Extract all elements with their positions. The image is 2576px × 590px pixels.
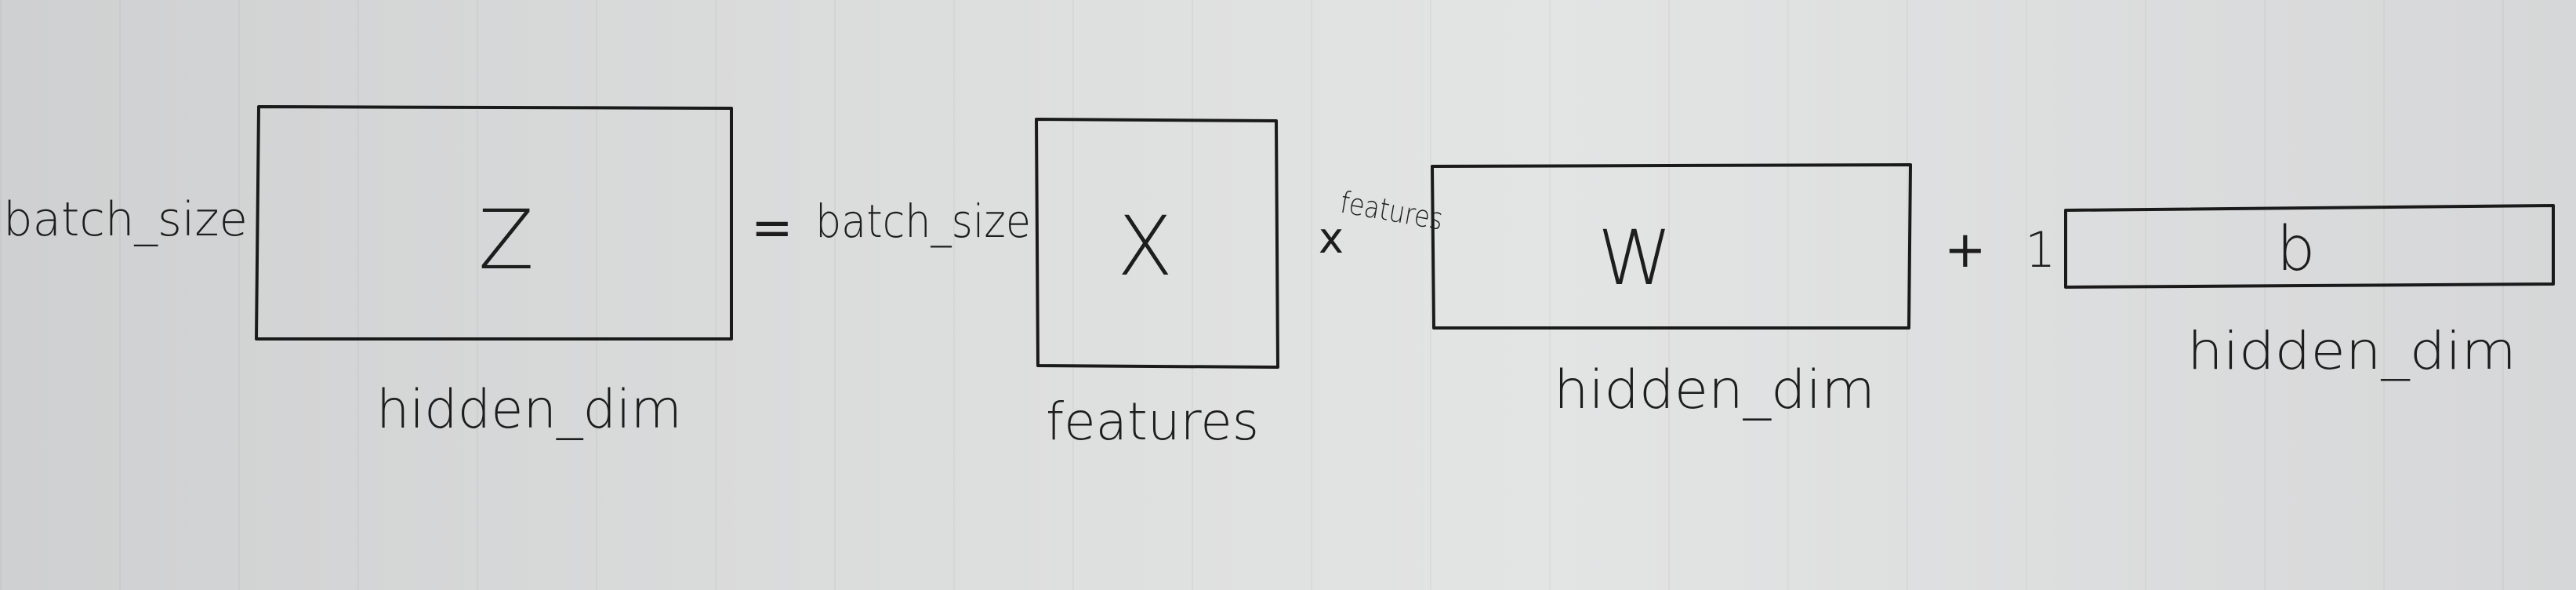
equals-sign: = <box>751 199 793 257</box>
b-col-label: hidden_dim <box>2187 321 2516 381</box>
x-matrix-letter: X <box>1117 198 1173 294</box>
b-vector-box <box>2064 204 2555 289</box>
multiply-sign: x <box>1319 213 1344 263</box>
z-matrix-box <box>255 105 733 341</box>
plus-sign: + <box>1944 221 1986 279</box>
w-matrix-box <box>1431 163 1912 330</box>
z-row-label: batch_size <box>3 192 248 247</box>
w-matrix-letter: W <box>1598 214 1672 302</box>
x-col-label: features <box>1046 392 1259 452</box>
b-vector: b 1 hidden_dim <box>2025 204 2555 381</box>
z-matrix-letter: Z <box>478 192 534 288</box>
x-matrix: X batch_size features <box>815 118 1279 452</box>
w-matrix: W features hidden_dim <box>1337 163 1912 421</box>
x-matrix-box <box>1035 118 1279 369</box>
b-vector-letter: b <box>2277 214 2316 285</box>
w-row-label: features <box>1337 185 1446 237</box>
z-col-label: hidden_dim <box>376 379 682 441</box>
b-row-label: 1 <box>2025 221 2055 279</box>
x-row-label: batch_size <box>815 195 1031 248</box>
z-matrix: Z batch_size hidden_dim <box>3 105 733 441</box>
w-col-label: hidden_dim <box>1554 359 1875 421</box>
